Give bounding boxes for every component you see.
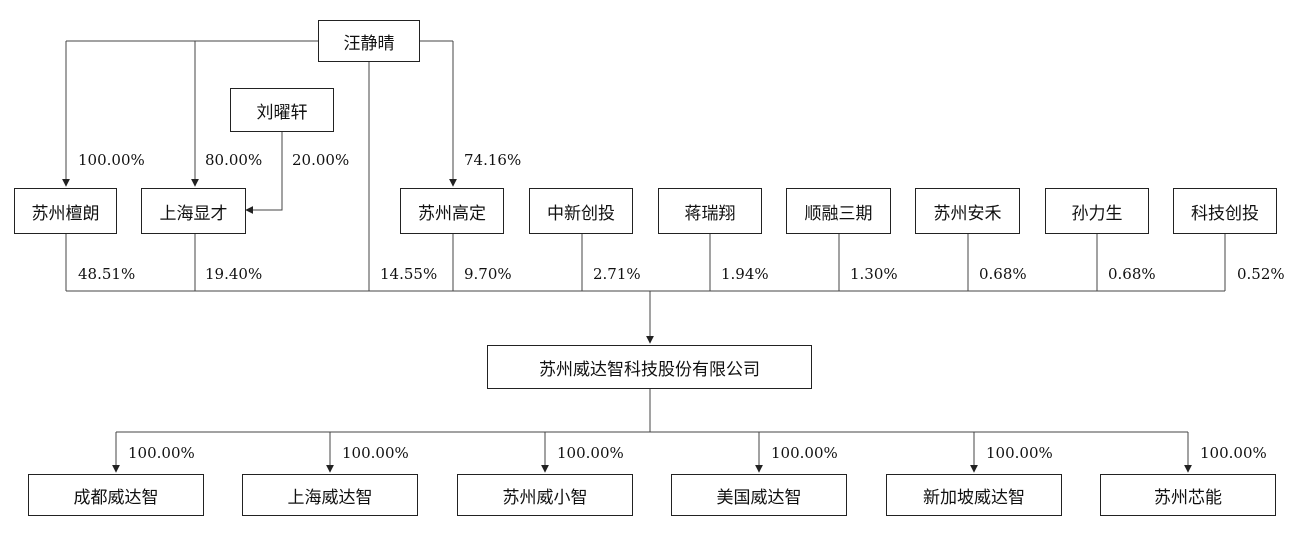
box-subsidiary-1: 成都威达智 — [28, 474, 204, 516]
box-shareholder-4: 中新创投 — [529, 188, 633, 234]
pct-subsidiary-3: 100.00% — [557, 444, 624, 462]
box-company: 苏州威达智科技股份有限公司 — [487, 345, 812, 389]
box-shareholder-1: 苏州檀朗 — [14, 188, 117, 234]
box-liu-yaoxuan: 刘曜轩 — [230, 88, 334, 132]
box-subsidiary-6: 苏州芯能 — [1100, 474, 1276, 516]
box-shareholder-2: 上海显才 — [141, 188, 246, 234]
box-shareholder-5: 蒋瑞翔 — [658, 188, 762, 234]
pct-holding-9: 0.68% — [1108, 265, 1156, 283]
pct-holding-4: 9.70% — [464, 265, 512, 283]
pct-subsidiary-5: 100.00% — [986, 444, 1053, 462]
pct-wang-to-tanlang: 100.00% — [78, 151, 145, 169]
pct-subsidiary-1: 100.00% — [128, 444, 195, 462]
pct-holding-1: 48.51% — [78, 265, 136, 283]
pct-holding-7: 1.30% — [850, 265, 898, 283]
box-shareholder-9: 科技创投 — [1173, 188, 1277, 234]
box-wang-jingqing: 汪静晴 — [318, 20, 420, 62]
box-subsidiary-3: 苏州威小智 — [457, 474, 633, 516]
pct-liu-to-xiancai: 20.00% — [292, 151, 350, 169]
box-shareholder-8: 孙力生 — [1045, 188, 1149, 234]
pct-subsidiary-4: 100.00% — [771, 444, 838, 462]
box-subsidiary-2: 上海威达智 — [242, 474, 418, 516]
box-subsidiary-4: 美国威达智 — [671, 474, 847, 516]
pct-holding-5: 2.71% — [593, 265, 641, 283]
box-shareholder-7: 苏州安禾 — [915, 188, 1020, 234]
pct-wang-to-xiancai: 80.00% — [205, 151, 263, 169]
pct-subsidiary-6: 100.00% — [1200, 444, 1267, 462]
box-shareholder-3: 苏州高定 — [400, 188, 504, 234]
pct-holding-3: 14.55% — [380, 265, 438, 283]
pct-holding-2: 19.40% — [205, 265, 263, 283]
pct-holding-6: 1.94% — [721, 265, 769, 283]
pct-wang-to-gaoding: 74.16% — [464, 151, 522, 169]
box-subsidiary-5: 新加坡威达智 — [886, 474, 1062, 516]
pct-subsidiary-2: 100.00% — [342, 444, 409, 462]
pct-holding-10: 0.52% — [1237, 265, 1285, 283]
pct-holding-8: 0.68% — [979, 265, 1027, 283]
box-shareholder-6: 顺融三期 — [786, 188, 891, 234]
arrow-liu-to-xiancai — [245, 132, 283, 214]
